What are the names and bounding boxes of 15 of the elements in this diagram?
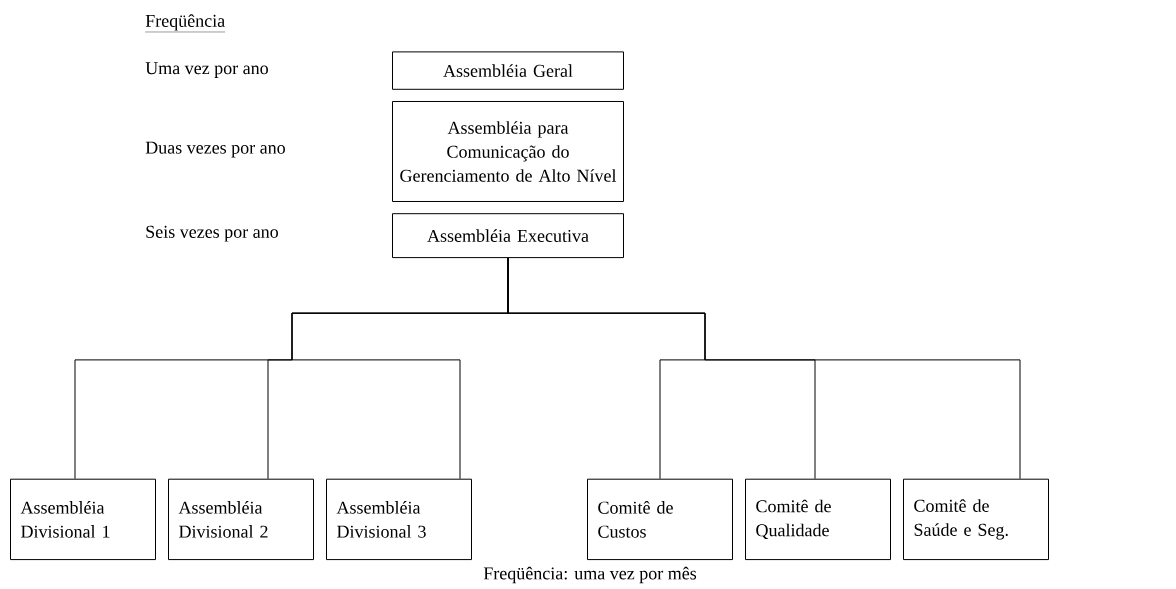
- meeting-box: Assembléia Geral: [392, 51, 624, 90]
- meeting-box: Comitê de Saúde e Seg.: [903, 478, 1049, 561]
- meeting-box: Comitê de Qualidade: [745, 478, 891, 561]
- meeting-box: Comitê de Custos: [587, 478, 733, 561]
- frequency-label: Seis vezes por ano: [146, 225, 278, 242]
- meeting-box: Assembléia Divisional 1: [10, 478, 156, 561]
- meeting-box: Assembléia Divisional 2: [168, 478, 314, 561]
- frequency-label: Uma vez por ano: [145, 62, 268, 78]
- meeting-box: Assembléia Divisional 3: [326, 478, 472, 561]
- connector-line: [507, 257, 1021, 480]
- frequency-label: Duas vezes por ano: [145, 141, 285, 158]
- column-heading: Freqüência: [145, 14, 226, 33]
- meeting-box: Assembléia para Comunicação do Gerenciamento de Alto Nível: [392, 101, 624, 202]
- meeting-box: Assembléia Executiva: [392, 213, 624, 259]
- caption: Freqüência: uma vez por mês: [483, 566, 697, 584]
